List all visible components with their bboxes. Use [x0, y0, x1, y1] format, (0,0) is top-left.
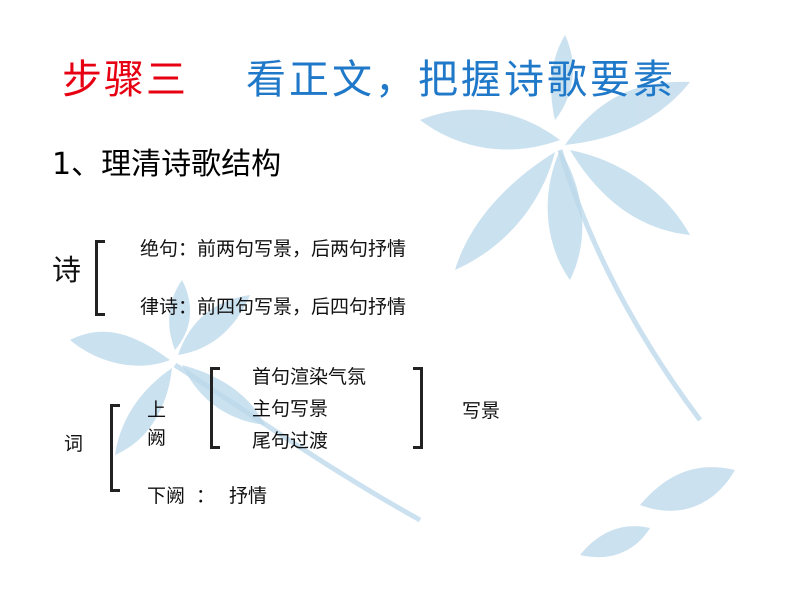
shangque-item-main: 主句写景 — [252, 398, 329, 420]
petal-shape — [570, 150, 690, 235]
petal-shape — [169, 280, 191, 350]
poem-item-jueju: 绝句：前两句写景，后两句抒情 — [140, 238, 407, 260]
poem-bracket — [95, 240, 105, 316]
petal-shape — [640, 467, 735, 511]
shangque-item-last: 尾句过渡 — [252, 430, 329, 452]
ci-bracket — [110, 404, 120, 492]
petal-shape — [115, 368, 172, 455]
ci-label: 词 — [64, 433, 84, 455]
stem-line — [557, 149, 703, 422]
shangque-bracket — [210, 367, 220, 449]
summary-bracket — [413, 367, 423, 449]
xiaque-colon: ： — [196, 485, 216, 507]
stem-line — [173, 362, 422, 523]
petal-shape — [565, 81, 690, 145]
section-heading: 1、理清诗歌结构 — [52, 147, 282, 182]
petal-shape — [420, 109, 560, 150]
step-label: 步骤三 — [62, 57, 188, 103]
shangque-summary: 写景 — [462, 400, 501, 422]
poem-item-lvshi: 律诗：前四句写景，后四句抒情 — [140, 296, 407, 318]
petal-shape — [580, 526, 650, 558]
petal-shape — [455, 152, 555, 270]
page-title: 看正文，把握诗歌要素 — [246, 57, 676, 103]
shangque-char-2: 阙 — [147, 427, 167, 449]
shangque-char-1: 上 — [147, 399, 167, 421]
shangque-item-first: 首句渲染气氛 — [252, 366, 367, 388]
xiaque-label: 下阙 — [147, 485, 186, 507]
petal-shape — [547, 150, 583, 280]
petal-shape — [551, 35, 573, 120]
petal-shape — [70, 331, 170, 366]
xiaque-value: 抒情 — [229, 485, 268, 507]
poem-label: 诗 — [52, 253, 82, 287]
petal-shape — [178, 295, 250, 355]
